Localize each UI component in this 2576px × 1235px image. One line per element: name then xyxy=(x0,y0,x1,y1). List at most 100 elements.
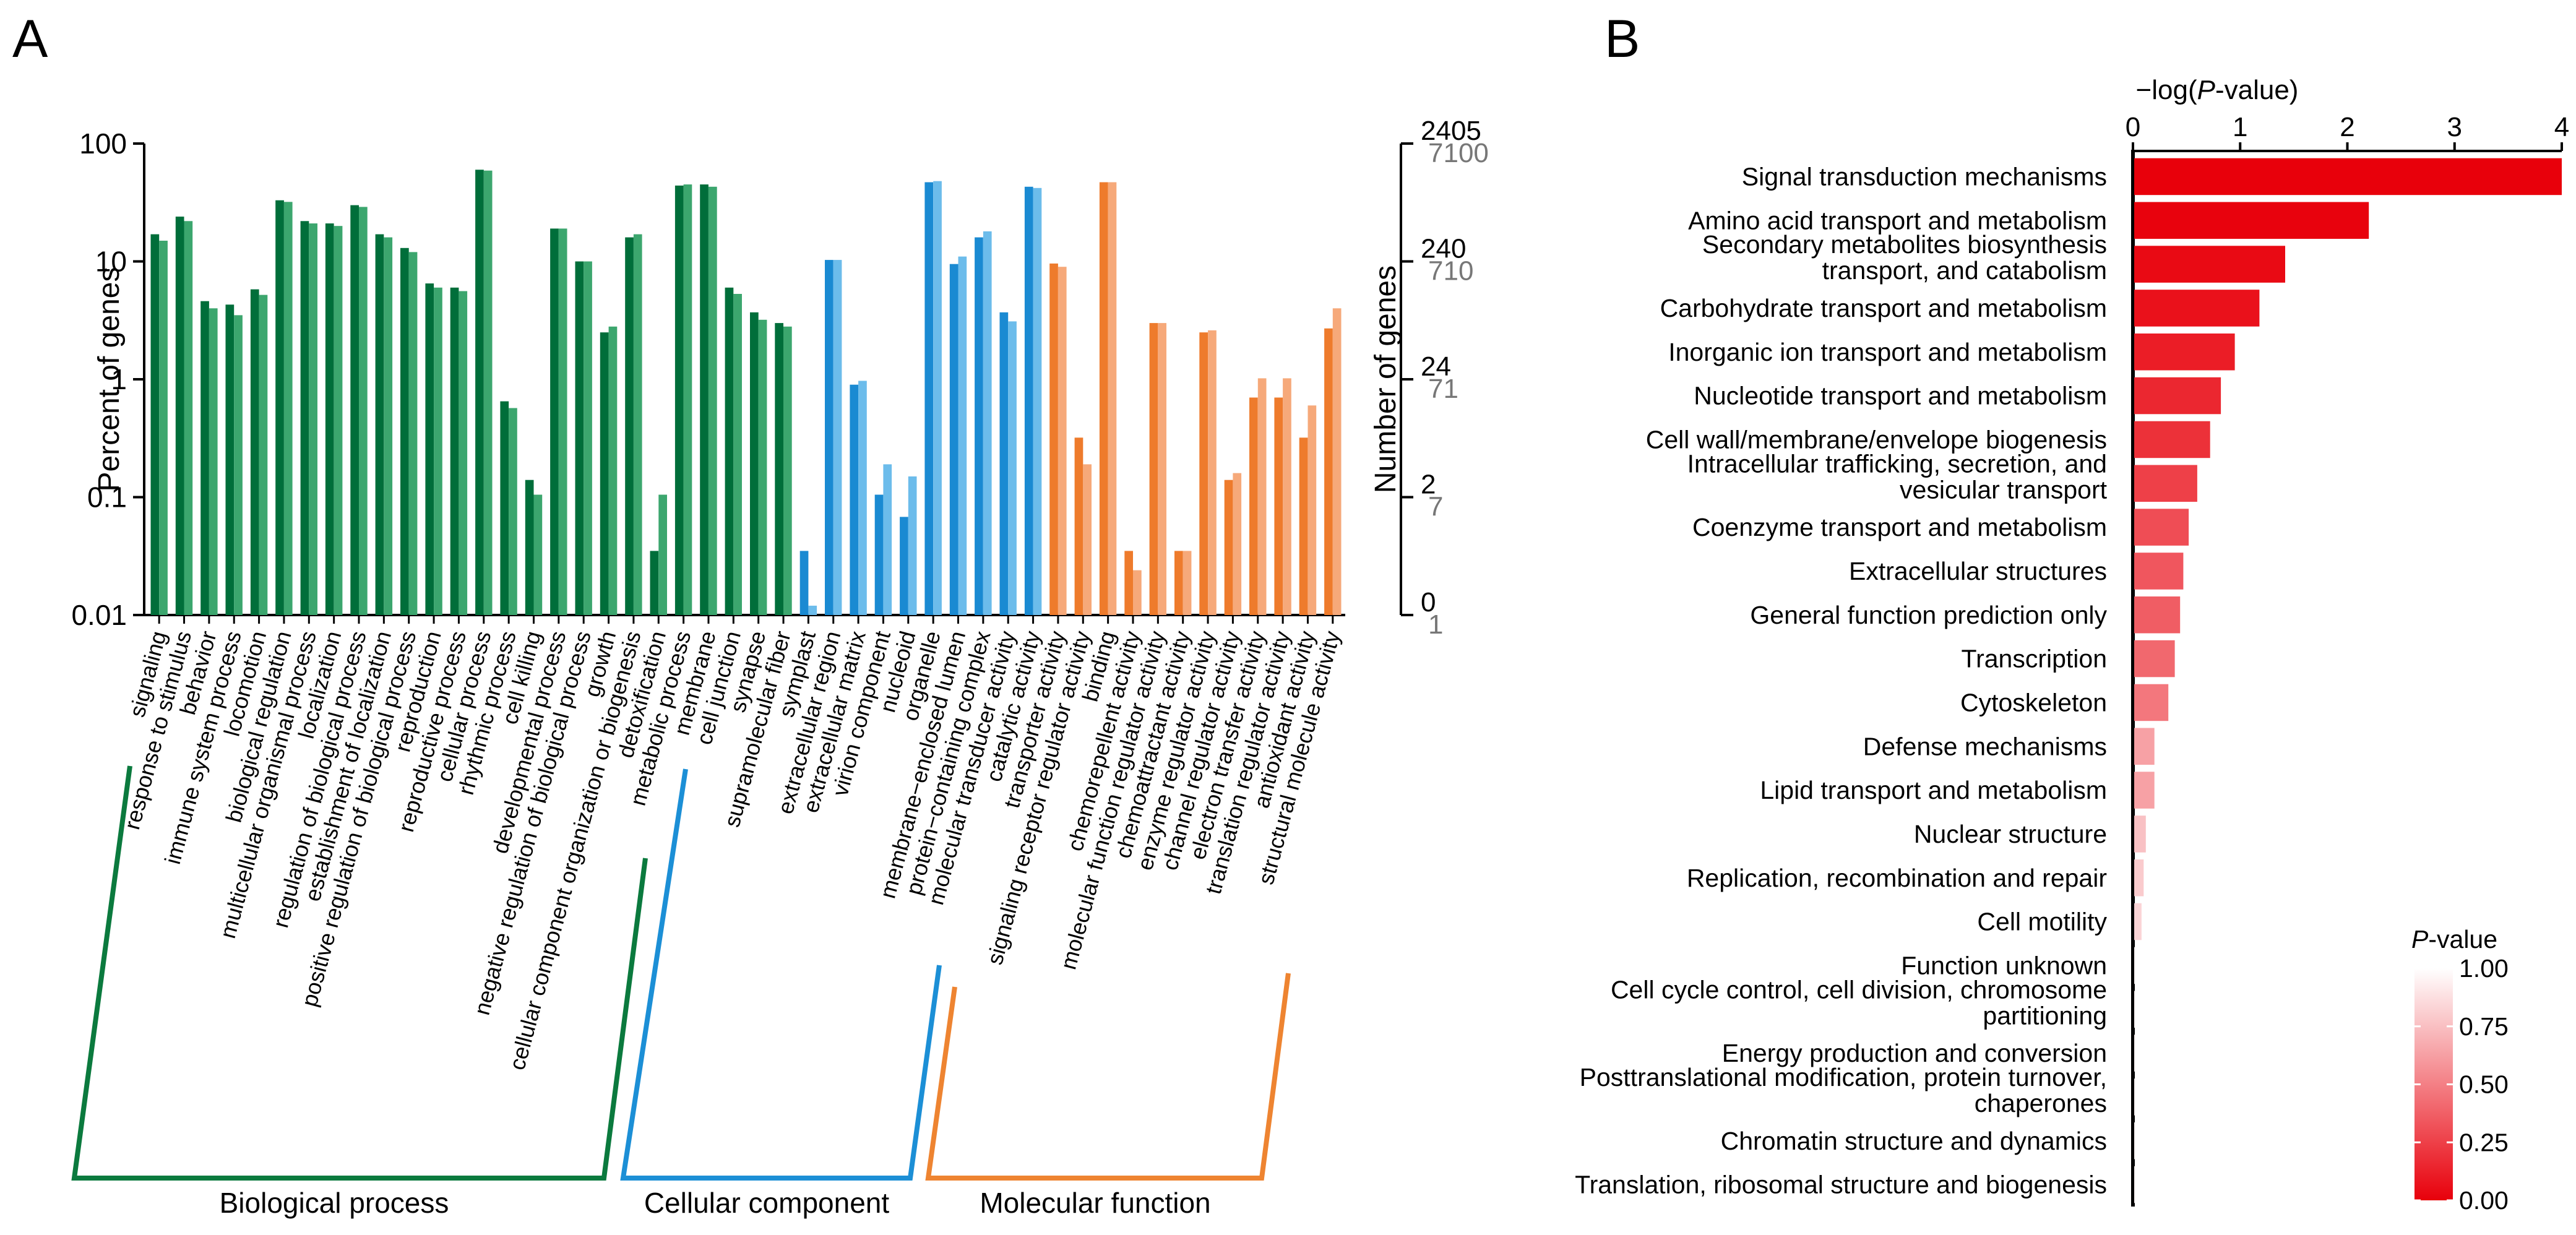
cog-category-label: Nuclear structure xyxy=(1914,820,2107,848)
bar xyxy=(858,381,867,615)
panel-a-bars xyxy=(150,170,1342,616)
cog-bar xyxy=(2134,596,2181,634)
bar xyxy=(900,517,908,615)
left-tick-label: 10 xyxy=(95,246,127,278)
cog-category-label: Extracellular structures xyxy=(1849,557,2107,585)
left-tick-label: 0.01 xyxy=(71,599,127,631)
cog-category-label: Cell cycle control, cell division, chrom… xyxy=(1611,975,2107,1004)
cog-category-label: Function unknown xyxy=(1901,951,2107,979)
top-x-axis-label: −log(P-value) xyxy=(2136,75,2299,105)
bar xyxy=(1024,186,1033,615)
cog-bar xyxy=(2134,640,2175,678)
bar xyxy=(259,295,268,616)
bar xyxy=(159,241,168,615)
left-tick-label: 1 xyxy=(111,363,127,395)
right-tick-label-light: 1 xyxy=(1428,609,1443,640)
cog-bar xyxy=(2134,158,2562,196)
panel-a-axes: 1001010.10.012405710024071024712701Perce… xyxy=(71,116,1488,640)
top-x-axis-label-part: -value) xyxy=(2215,75,2299,105)
group-label: Cellular component xyxy=(644,1187,890,1219)
bar xyxy=(283,202,293,615)
bar xyxy=(1099,182,1108,615)
cog-bar xyxy=(2134,553,2184,590)
bar xyxy=(234,315,243,615)
colorbar-title: P-value xyxy=(2411,925,2497,953)
bar xyxy=(334,226,343,615)
cog-category-label: Inorganic ion transport and metabolism xyxy=(1668,338,2107,366)
bar xyxy=(1233,473,1242,615)
bar xyxy=(1074,437,1083,615)
bar xyxy=(1224,480,1233,615)
bar xyxy=(459,291,468,615)
right-tick-label-light: 7100 xyxy=(1428,138,1489,168)
bar xyxy=(584,261,592,615)
cog-bar xyxy=(2134,903,2142,940)
bar xyxy=(450,287,459,615)
colorbar-title-part: -value xyxy=(2428,925,2497,953)
bar xyxy=(733,294,742,615)
bar xyxy=(775,323,783,615)
bar xyxy=(425,283,434,616)
top-x-tick-label: 2 xyxy=(2340,112,2354,142)
bar xyxy=(833,260,842,616)
bar xyxy=(1108,182,1117,615)
top-x-axis-label-part: −log( xyxy=(2136,75,2197,105)
bar xyxy=(725,287,734,615)
bar xyxy=(1249,397,1258,615)
bar xyxy=(359,207,368,615)
cog-category-label: Defense mechanisms xyxy=(1863,732,2107,760)
bar xyxy=(1324,328,1333,615)
cog-category-label: Cell motility xyxy=(1977,908,2107,936)
bar xyxy=(949,264,958,615)
bar xyxy=(533,494,543,615)
panel-b-bars xyxy=(2134,158,2562,1203)
bar xyxy=(850,384,859,615)
colorbar-tick-label: 0.50 xyxy=(2459,1070,2509,1099)
bar xyxy=(475,170,484,615)
bar xyxy=(874,494,884,615)
cog-category-label: Posttranslational modification, protein … xyxy=(1580,1063,2107,1091)
cog-category-label: vesicular transport xyxy=(1900,475,2108,504)
bar xyxy=(550,228,559,615)
cog-category-label: Cytoskeleton xyxy=(1960,688,2107,716)
bar xyxy=(1332,308,1342,615)
top-x-tick-label: 1 xyxy=(2233,112,2247,142)
cog-bar xyxy=(2134,465,2197,502)
cog-bar xyxy=(2134,815,2146,853)
cog-bar xyxy=(2134,202,2369,239)
cog-bar xyxy=(2134,333,2235,371)
bar xyxy=(325,223,334,616)
cog-bar xyxy=(2134,1122,2135,1160)
cog-category-label: transport, and catabolism xyxy=(1822,256,2107,285)
bar xyxy=(225,304,235,615)
y-axis-label: Percent of genes xyxy=(93,267,126,492)
bar xyxy=(250,289,259,616)
bar xyxy=(1033,187,1042,615)
bar xyxy=(975,237,983,616)
bar xyxy=(1008,321,1017,615)
bar xyxy=(783,326,792,615)
bar xyxy=(309,223,317,616)
bar xyxy=(625,237,634,616)
bar xyxy=(275,200,284,615)
bar xyxy=(958,256,967,616)
bar xyxy=(1208,330,1217,615)
bar xyxy=(1283,378,1291,615)
right-tick-label-dark: 2405 xyxy=(1421,116,1481,146)
cog-category-label: Intracellular trafficking, secretion, an… xyxy=(1687,449,2107,478)
bar xyxy=(350,205,359,616)
bar xyxy=(1149,323,1158,615)
cog-bar xyxy=(2134,377,2221,415)
cog-category-label: partitioning xyxy=(1983,1001,2107,1030)
group-bracket xyxy=(71,765,648,1181)
bar xyxy=(808,605,817,615)
cog-bar xyxy=(2134,684,2169,721)
bar xyxy=(799,551,809,615)
bar xyxy=(400,247,409,615)
bar xyxy=(300,221,309,615)
